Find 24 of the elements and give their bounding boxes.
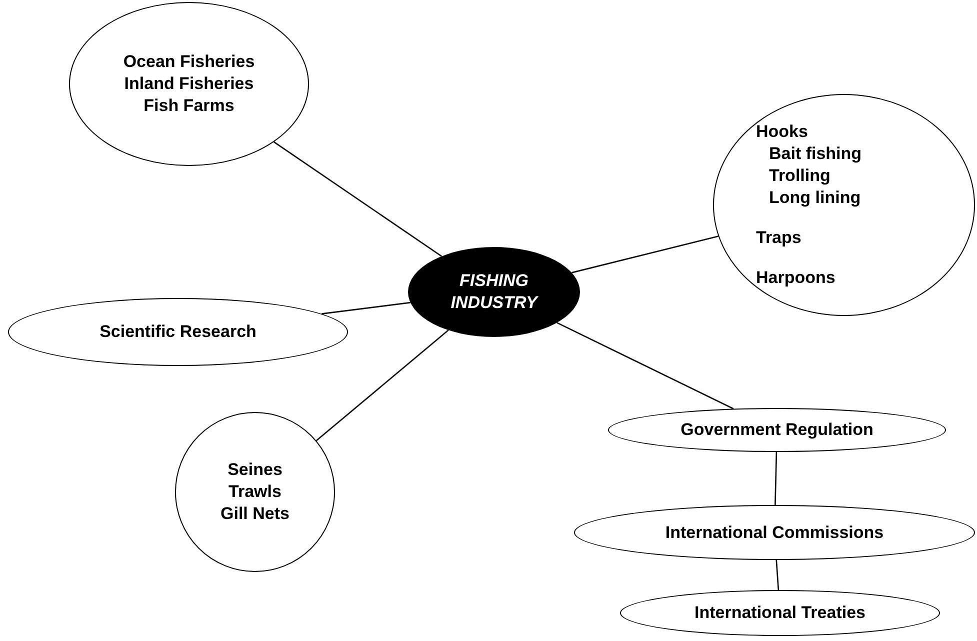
topic-label: Trolling [769, 165, 830, 187]
topic-label: Seines [228, 459, 282, 481]
topic-label: International Treaties [694, 602, 866, 624]
topic-label: Ocean Fisheries [123, 51, 255, 73]
topic-label: Bait fishing [769, 143, 862, 165]
central-topic-label: FISHING INDUSTRY [450, 270, 540, 314]
topic-label: Long lining [769, 187, 861, 209]
topic-label: Traps [756, 227, 802, 249]
connector-line [316, 330, 449, 442]
connector-line [572, 236, 718, 274]
topic-label: Harpoons [756, 267, 836, 289]
topic-label: Inland Fisheries [124, 73, 254, 95]
topic-label: Trawls [228, 481, 282, 503]
topic-label: Gill Nets [220, 503, 290, 525]
connector-line [776, 560, 780, 590]
connector-line [274, 141, 442, 257]
topic-label: Government Regulation [680, 419, 874, 441]
connector-line [322, 302, 410, 314]
topic-label: Hooks [756, 121, 808, 143]
connector-line [774, 452, 778, 506]
topic-label: Scientific Research [100, 321, 256, 343]
topic-label: International Commissions [665, 522, 884, 544]
topic-label: Fish Farms [144, 95, 234, 117]
connector-line [556, 322, 734, 410]
